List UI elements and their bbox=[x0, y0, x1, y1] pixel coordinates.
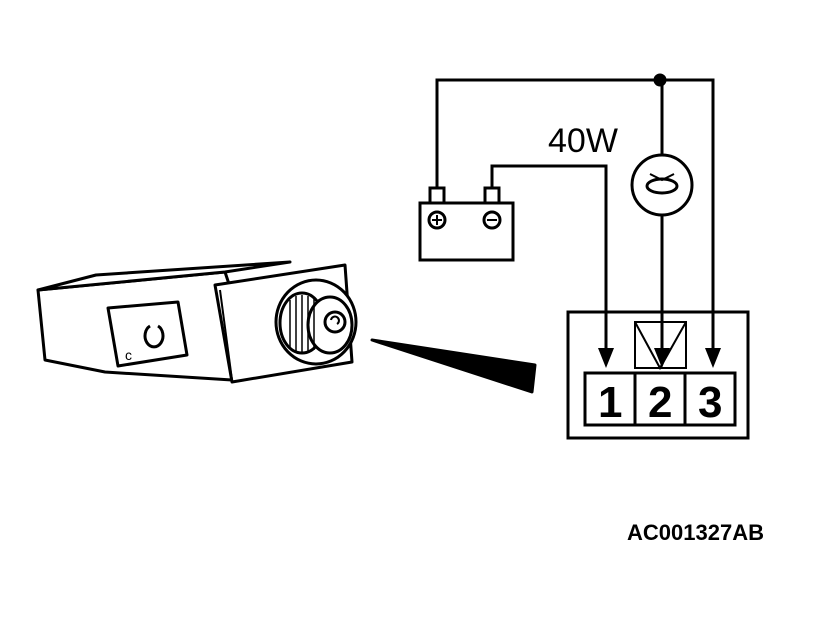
connector-housing bbox=[566, 310, 750, 440]
plus-terminal-icon bbox=[428, 186, 446, 205]
arrow-pin1 bbox=[598, 348, 614, 368]
minus-terminal-icon bbox=[483, 186, 501, 205]
svg-text:c: c bbox=[125, 347, 132, 363]
arrow-pin3 bbox=[705, 348, 721, 368]
pin-label-2: 2 bbox=[648, 378, 672, 427]
pin-label-1: 1 bbox=[598, 378, 622, 427]
bulb-icon bbox=[630, 153, 694, 217]
lamp-wattage-label: 40W bbox=[548, 122, 618, 160]
dimmer-unit-icon: c bbox=[36, 260, 537, 394]
battery-icon bbox=[418, 186, 515, 262]
pin-label-3: 3 bbox=[698, 378, 722, 427]
arrowheads bbox=[598, 348, 721, 368]
figure-code: AC001327AB bbox=[627, 520, 764, 545]
wire-negative bbox=[490, 164, 608, 353]
pin-cell-3 bbox=[683, 371, 737, 427]
wires bbox=[435, 73, 715, 353]
arrow-pin2 bbox=[654, 348, 670, 368]
wire-positive bbox=[435, 78, 715, 353]
